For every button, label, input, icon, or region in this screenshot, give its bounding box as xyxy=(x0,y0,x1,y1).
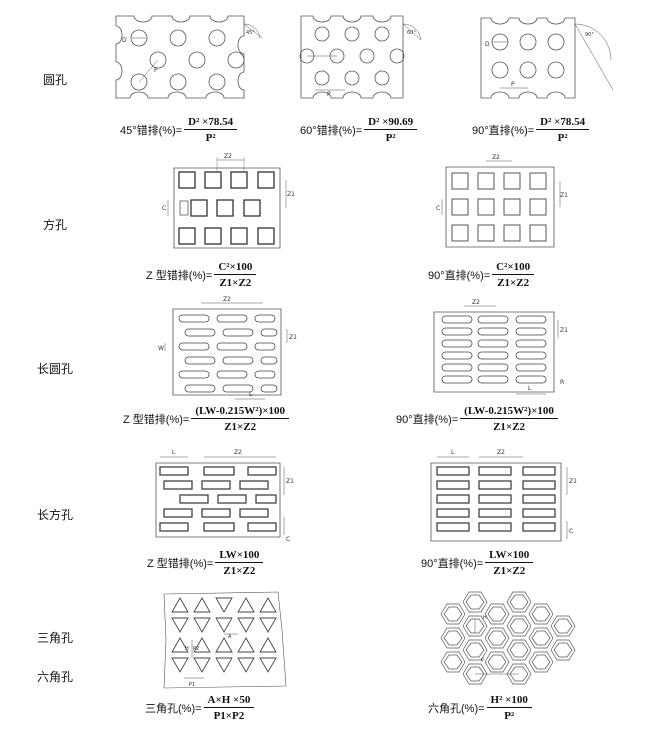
formula-numerator: LW×100 xyxy=(485,549,534,563)
row-label-rect: 长方孔 xyxy=(37,508,74,522)
round-90-angle-label: 90° xyxy=(585,32,594,38)
formula-prefix: 90°直排(%)= xyxy=(428,270,491,282)
formula-numerator: D² ×78.54 xyxy=(536,116,590,130)
square-90-z1-label: Z1 xyxy=(560,192,568,199)
square-z-diagram: Z2 Z1 C xyxy=(162,153,295,249)
round-45-angle-label: 45° xyxy=(246,30,255,36)
formula-numerator: D² ×90.69 xyxy=(364,116,418,130)
formula-numerator: D² ×78.54 xyxy=(184,116,238,130)
square-z-z1-label: Z1 xyxy=(287,191,295,198)
formula-prefix: 六角孔(%)= xyxy=(428,703,485,715)
rect-90-z1-label: Z1 xyxy=(569,478,577,485)
formula-denominator: Z1×Z2 xyxy=(493,565,526,577)
formula-prefix: Z 型错排(%)= xyxy=(123,414,190,426)
rect-z-c-label: C xyxy=(286,536,290,543)
formula-numerator: (LW-0.215W²)×100 xyxy=(460,405,558,419)
row-label-round: 圆孔 xyxy=(43,73,68,87)
slot-z-l-label: L xyxy=(249,391,253,398)
triangle-a-label: A xyxy=(228,634,232,640)
rect-90-diagram: L Z2 Z1 C xyxy=(430,449,577,542)
slot-90-z1-label: Z1 xyxy=(560,327,568,334)
triangle-p2-label: P2 xyxy=(193,646,199,652)
round-45-diagram: D P 45° xyxy=(115,15,262,99)
square-z-c-label: C xyxy=(162,205,166,212)
row-label-square: 方孔 xyxy=(43,218,68,232)
formula-prefix: 90°直排(%)= xyxy=(396,414,459,426)
formula-prefix: 90°直排(%)= xyxy=(421,558,484,570)
formula-denominator: P² xyxy=(504,710,515,722)
formula-prefix: 90°直排(%)= xyxy=(472,125,535,137)
slot-90-r-label: R xyxy=(560,379,564,386)
formula-denominator: P1×P2 xyxy=(213,710,245,722)
square-90-c-label: C xyxy=(436,205,440,212)
formula-denominator: Z1×Z2 xyxy=(497,277,530,289)
slot-z-diagram: Z2 Z1 L W xyxy=(158,296,297,400)
formula-prefix: Z 型错排(%)= xyxy=(146,270,213,282)
round-60-diagram: P 60° xyxy=(299,15,422,99)
rect-90-l-label: L xyxy=(451,449,455,456)
slot-z-z1-label: Z1 xyxy=(289,334,297,341)
formula-prefix: 45°错排(%)= xyxy=(120,125,183,137)
slot-z-z2-label: Z2 xyxy=(223,296,231,303)
formula-prefix: Z 型错排(%)= xyxy=(147,558,214,570)
rect-z-l-label: L xyxy=(172,449,176,456)
row-label-slot: 长圆孔 xyxy=(37,362,74,376)
formula-prefix: 三角孔(%)= xyxy=(145,703,202,715)
round-45-p-label: P xyxy=(154,67,158,74)
formula-numerator: LW×100 xyxy=(215,549,264,563)
formula-numerator: C²×100 xyxy=(214,261,257,275)
slot-z-w-label: W xyxy=(158,345,164,352)
triangle-diagram: A H P2 P1 xyxy=(163,591,287,689)
hexagon-p-label: P xyxy=(481,658,484,664)
hexagon-h-label: H xyxy=(483,615,487,621)
formula-denominator: Z1×Z2 xyxy=(223,565,256,577)
round-90-p-label: P xyxy=(511,81,515,88)
formula-numerator: A×H ×50 xyxy=(203,694,255,708)
round-45-d-label: D xyxy=(122,37,127,44)
row-label-hexagon: 六角孔 xyxy=(37,670,74,684)
square-z-z2-label: Z2 xyxy=(224,153,232,160)
formula-numerator: (LW-0.215W²)×100 xyxy=(191,405,290,419)
formula-denominator: P² xyxy=(385,132,396,144)
round-60-p-label: P xyxy=(327,91,331,98)
formula-denominator: Z1×Z2 xyxy=(224,421,257,433)
triangle-h-label: H xyxy=(185,646,189,652)
slot-90-l-label: L xyxy=(528,385,532,392)
slot-90-z2-label: Z2 xyxy=(472,299,480,306)
rect-90-c-label: C xyxy=(569,528,573,535)
square-90-z2-label: Z2 xyxy=(492,154,500,161)
formula-denominator: Z1×Z2 xyxy=(219,277,252,289)
round-60-angle-label: 60° xyxy=(407,30,416,36)
triangle-p1-label: P1 xyxy=(189,682,195,688)
formula-denominator: Z1×Z2 xyxy=(493,421,526,433)
formula-numerator: C²×100 xyxy=(492,261,535,275)
formula-prefix: 60°错排(%)= xyxy=(300,125,363,137)
rect-90-z2-label: Z2 xyxy=(497,449,505,456)
formula-denominator: P² xyxy=(557,132,568,144)
row-label-triangle: 三角孔 xyxy=(37,631,74,645)
rect-z-diagram: L Z2 Z1 C xyxy=(155,449,294,543)
round-90-diagram: D P 90° xyxy=(480,17,614,99)
hexagon-diagram: H P xyxy=(440,591,576,685)
slot-90-diagram: Z2 Z1 L R xyxy=(433,299,568,395)
formula-denominator: P² xyxy=(205,132,216,144)
rect-z-z2-label: Z2 xyxy=(234,449,242,456)
round-90-d-label: D xyxy=(485,41,490,48)
square-90-diagram: Z2 Z1 C xyxy=(436,154,568,248)
formula-numerator: H² ×100 xyxy=(486,694,532,708)
rect-z-z1-label: Z1 xyxy=(286,478,294,485)
